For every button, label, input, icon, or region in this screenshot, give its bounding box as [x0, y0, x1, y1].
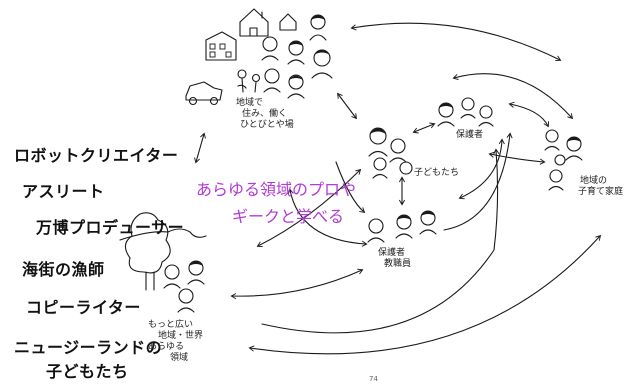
page-number: 74 [369, 375, 378, 383]
town-person-5 [263, 68, 281, 93]
connector-arrows [194, 22, 602, 355]
guardians-label: 保護者 [456, 130, 484, 140]
family-person-2 [565, 136, 583, 161]
family-label: 地域の 子育て家庭 [578, 176, 624, 198]
center-message-line1: あらゆる領域のプロや [196, 180, 357, 199]
teacher-1 [367, 218, 385, 243]
family-label-line1: 地域の [580, 176, 608, 186]
teachers-label-line1: 保護者 [378, 248, 406, 258]
child-2 [389, 138, 407, 163]
town-person-2 [261, 36, 279, 61]
profession-nz-line2: 子どもたち [46, 362, 129, 381]
world-label-line4: 領域 [170, 353, 189, 363]
town-person-1 [309, 14, 327, 41]
profession-nz-line1: ニュージーランドの [14, 338, 163, 357]
world-label: もっと広い 地域・世界 あらゆる 領域 [148, 320, 203, 364]
town-person-6 [287, 74, 305, 99]
profession-fisherman: 海街の漁師 [22, 260, 105, 279]
building-icon [205, 31, 237, 61]
child-1 [368, 127, 388, 157]
world-person-1 [163, 264, 181, 289]
guardian-1 [437, 102, 455, 127]
car-icon [185, 81, 223, 106]
mountain-wave [119, 228, 207, 241]
family-person-4 [548, 169, 564, 191]
world-label-line3: あらゆる [148, 342, 185, 352]
teacher-3 [419, 210, 437, 235]
house-icon [239, 8, 269, 37]
profession-copywriter: コピーライター [26, 298, 141, 317]
profession-robot-creator: ロボットクリエイター [14, 146, 179, 165]
world-label-line1: もっと広い [148, 320, 194, 330]
small-house-icon [279, 13, 297, 31]
town-label-line2: 住み、働く [242, 109, 288, 119]
flower-icon [237, 69, 261, 93]
family-person-1 [544, 129, 560, 151]
family-label-line2: 子育て家庭 [578, 187, 624, 197]
teachers-label-line2: 教職員 [384, 259, 412, 269]
child-3 [372, 157, 388, 179]
town-label-line1: 地域で [236, 98, 264, 108]
town-person-4 [311, 49, 333, 79]
world-person-3 [177, 288, 195, 313]
profession-expo-producer: 万博プロデューサー [36, 218, 185, 237]
guardian-3 [478, 105, 494, 127]
teacher-2 [395, 214, 413, 239]
child-4 [399, 161, 413, 175]
guardian-2 [460, 97, 476, 119]
town-person-3 [287, 40, 305, 65]
town-label-line3: ひとびとや場 [240, 120, 294, 130]
town-label: 地域で 住み、働く ひとびとや場 [236, 98, 294, 131]
teachers-label: 保護者 教職員 [378, 248, 411, 270]
center-message-line2: ギークと学べる [232, 207, 345, 226]
profession-athlete: アスリート [22, 182, 105, 201]
world-person-2 [187, 260, 205, 285]
children-label: 子どもたち [414, 168, 460, 178]
family-person-3 [554, 154, 566, 166]
world-label-line2: 地域・世界 [158, 331, 204, 341]
